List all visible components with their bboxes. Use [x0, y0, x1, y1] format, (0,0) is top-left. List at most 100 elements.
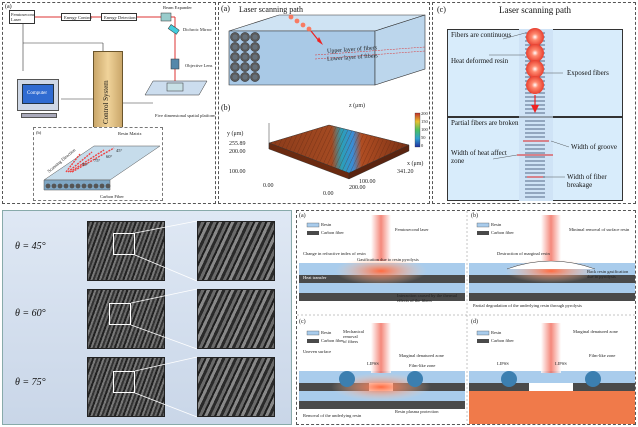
computer-monitor: Computer — [17, 79, 59, 111]
marginal-zone-label-c: Marginal denatured zone — [399, 353, 444, 358]
angle-45: 45° — [116, 148, 123, 153]
partial-degradation-label: Partial degradation of the underlying re… — [473, 303, 582, 308]
control-system-text: Control System — [102, 80, 110, 124]
panel-setup: (a) Femtosecond Laser Energy Control Ene… — [2, 2, 216, 204]
refractive-change-label: Change in refractive index of resin — [303, 251, 366, 256]
energy-control-text: Energy Control — [64, 15, 92, 20]
sem-image-45 — [87, 221, 165, 281]
back-resin-label: Back resin gasification due to pyrolysis — [587, 269, 629, 279]
mech-label-a: (a) — [299, 213, 306, 219]
film-like-label-d: Film-like zone — [589, 353, 616, 358]
removal-under-label: Removal of the underlying resin — [303, 413, 362, 418]
legend-fiber-b: Carbon fiber — [491, 230, 514, 235]
sem-image-60 — [87, 289, 165, 349]
lipss-label-d: LIPSS — [497, 361, 509, 366]
beam-expander-text: Beam Expander — [163, 5, 192, 10]
objective-lens-text: Objective Lens — [185, 63, 213, 68]
mechanical-label: Mechanical removal of fibers — [343, 329, 364, 344]
femtosecond-laser-label: Femtosecond laser — [395, 227, 429, 232]
legend-resin-c: Resin — [321, 330, 332, 335]
legend-resin-a: Resin — [321, 222, 332, 227]
laser-path-title: Laser scanning path — [499, 5, 571, 15]
sem-zoom-connectors — [130, 220, 198, 418]
setup-optics-diagram — [22, 12, 208, 104]
computer-text: Computer — [27, 91, 47, 96]
sem-zoom-box-75 — [113, 371, 135, 393]
panel-mechanism: (a) (b) (c) (d) Resin Carbon fiber Resin… — [296, 210, 636, 425]
groove-diagram — [447, 28, 623, 201]
angle-75: 75° — [94, 158, 101, 163]
platform-text: Five dimensional spatial platform — [155, 113, 216, 118]
lipss-label-d2: LIPSS — [555, 361, 567, 366]
panel-label: (a) — [5, 4, 12, 10]
inset-label: (b) — [36, 130, 42, 135]
legend-resin-d: Resin — [491, 330, 502, 335]
x-axis-label: x (μm) — [407, 161, 424, 167]
sem-zoom-75 — [197, 357, 275, 417]
mech-label-b: (b) — [471, 213, 478, 219]
energy-detection-box: Energy Detection — [101, 13, 137, 21]
carbon-fiber-text: Carbon Fiber — [100, 194, 124, 199]
resin-plasma-label: Resin plasma protection — [395, 409, 439, 414]
exposed-fibers-text: Exposed fibers — [567, 69, 609, 77]
sem-zoom-60 — [197, 289, 275, 349]
mech-label-c: (c) — [299, 319, 306, 325]
x-tick-4: 341.20 — [397, 169, 414, 175]
y-tick-1: 255.89 — [229, 141, 246, 147]
femtosecond-laser-box: Femtosecond Laser — [9, 10, 35, 24]
mech-label-d: (d) — [471, 319, 478, 325]
x-tick-3: 200.00 — [349, 185, 366, 191]
heat-transfer-label: Heat transfer — [303, 275, 327, 280]
sem-zoom-box-45 — [113, 233, 135, 255]
panel-groove: (c) Laser scanning path — [432, 2, 636, 204]
sem-zoom-box-60 — [109, 303, 131, 325]
control-system-cabinet: Control System — [93, 51, 123, 129]
colorbar-tick-1: 200 — [421, 111, 428, 116]
lipss-label-c: LIPSS — [367, 361, 379, 366]
colorbar-tick-4: 50 — [421, 135, 426, 140]
colorbar-tick-5: 0 — [421, 143, 424, 148]
gasification-label: Gasification due to resin pyrolysis — [357, 257, 419, 262]
resin-matrix-text: Resin Matrix — [118, 131, 142, 136]
panel-label-b: (b) — [221, 103, 231, 112]
y-tick-4: 0.00 — [263, 183, 274, 189]
heat-deformed-text: Heat deformed resin — [451, 57, 509, 65]
computer-keyboard — [21, 113, 57, 118]
minimal-removal-label: Minimal removal of surface resin — [569, 227, 630, 232]
panel-structure: (a) Laser scanning path Upper layer of f… — [218, 2, 430, 204]
legend-fiber-c: Carbon fiber — [321, 338, 344, 343]
sample-inset: (b) Resin Matrix Carbon Fiber Scanning D… — [33, 127, 163, 201]
laser-path-text: Laser scanning path — [239, 5, 303, 14]
theta-75: θ = 75° — [15, 377, 46, 388]
angle-60: 60° — [106, 154, 113, 159]
colorbar-tick-3: 100 — [421, 127, 428, 132]
film-like-label-c: Film-like zone — [409, 363, 436, 368]
y-axis-label: y (μm) — [227, 131, 244, 137]
angle-90: 90° — [82, 162, 89, 167]
sem-zoom-45 — [197, 221, 275, 281]
width-heat-text: Width of heat affect zone — [451, 149, 507, 165]
legend-fiber-d: Carbon fiber — [491, 338, 514, 343]
topography-surface — [268, 112, 421, 180]
sample-inset-diagram — [43, 145, 161, 191]
theta-45: θ = 45° — [15, 241, 46, 252]
width-groove-text: Width of groove — [571, 143, 617, 151]
legend-resin-b: Resin — [491, 222, 502, 227]
width-breakage-text: Width of fiber breakage — [567, 173, 607, 189]
energy-detection-text: Energy Detection — [104, 15, 136, 20]
theta-60: θ = 60° — [15, 308, 46, 319]
x-tick-2: 100.00 — [359, 179, 376, 185]
partial-broken-text: Partial fibers are broken — [451, 119, 519, 127]
laminate-block-diagram — [228, 14, 426, 86]
destruction-label: Destruction of marginal resin — [497, 251, 550, 256]
y-tick-2: 200.00 — [229, 149, 246, 155]
panel-label-c: (c) — [437, 5, 446, 14]
panel-sem: θ = 45° θ = 60° θ = 75° — [2, 210, 292, 425]
marginal-zone-label-d: Marginal denatured zone — [573, 329, 618, 334]
mechanism-diagram — [297, 211, 635, 424]
dichroic-mirror-text: Dichroic Mirror — [183, 27, 212, 32]
interaction-zone-label: Interaction caused by the thermal effect… — [397, 293, 457, 303]
uneven-label: Uneven surface — [303, 349, 332, 354]
y-tick-3: 100.00 — [229, 169, 246, 175]
energy-control-box: Energy Control — [61, 13, 92, 21]
